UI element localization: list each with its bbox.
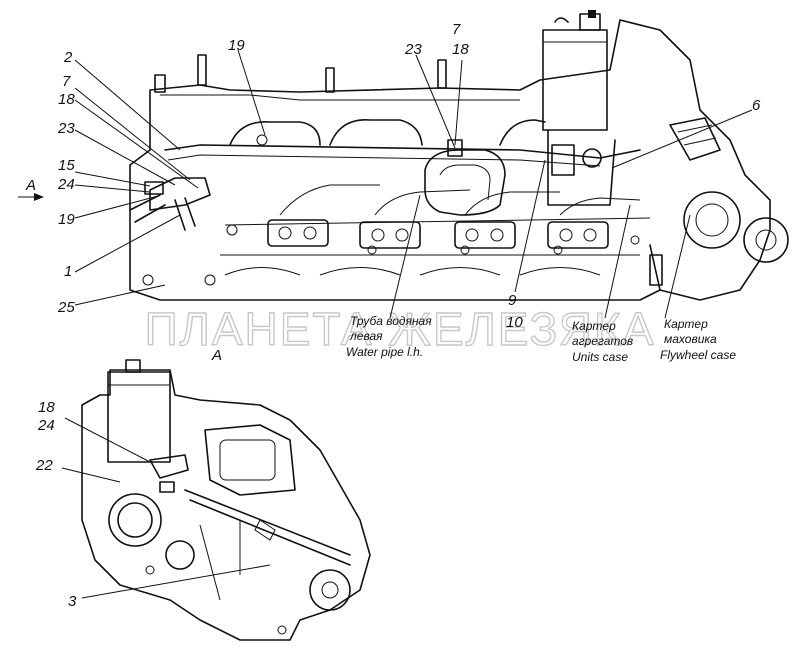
callout-15: 15	[58, 157, 75, 174]
rocker-covers	[229, 119, 546, 146]
callout-10: 10	[506, 314, 523, 331]
water-pipe-caption-ru-2: левая	[349, 329, 383, 343]
callout-24-view-a: 24	[37, 417, 55, 434]
callout-18-view-a: 18	[38, 399, 55, 416]
callout-19-top: 19	[228, 37, 245, 54]
flywheel-caption-en: Flywheel case	[660, 348, 736, 362]
callout-25: 25	[57, 299, 75, 316]
view-arrow-label: A	[25, 177, 36, 194]
units-case-caption-ru-2: агрегатов	[572, 334, 633, 348]
water-pipe-caption-ru-1: Труба водяная	[350, 314, 432, 328]
units-case-caption-en: Units case	[572, 350, 628, 364]
turbocharger	[649, 117, 789, 291]
units-case-caption-ru-1: Картер	[572, 319, 616, 333]
callout-numbers: 2 7 18 23 15 24 19 1 25 19 23 7 18 6 9 1…	[35, 21, 761, 610]
flywheel-caption-ru-1: Картер	[664, 317, 708, 331]
flywheel-caption-ru-2: маховика	[664, 332, 717, 346]
callout-6: 6	[752, 97, 761, 114]
water-manifold	[424, 139, 506, 216]
water-pipe-caption-en: Water pipe l.h.	[346, 345, 423, 359]
watermark-text: ПЛАНЕТА ЖЕЛЕЗЯКА	[145, 303, 656, 355]
callout-1: 1	[64, 263, 72, 280]
callout-22: 22	[35, 457, 53, 474]
callout-24: 24	[57, 176, 75, 193]
captions: Труба водяная левая Water pipe l.h. Карт…	[346, 314, 736, 364]
view-a-detail	[81, 359, 371, 641]
injector-plugs	[154, 54, 447, 93]
callout-7: 7	[62, 73, 71, 90]
view-a-title: A	[211, 347, 222, 364]
view-a-arrow: A	[18, 177, 44, 201]
callout-3: 3	[68, 593, 77, 610]
injector-row	[267, 219, 609, 249]
callout-23-top: 23	[404, 41, 422, 58]
engine-side-view	[129, 10, 789, 301]
callout-23: 23	[57, 120, 75, 137]
block-bolts	[226, 134, 640, 255]
callout-2: 2	[63, 49, 73, 66]
callout-9: 9	[508, 292, 517, 309]
callout-7-top: 7	[452, 21, 461, 38]
leader-lines	[61, 49, 753, 599]
callout-19-left: 19	[58, 211, 75, 228]
left-water-pipe	[129, 177, 216, 286]
callout-18-top: 18	[452, 41, 469, 58]
filter-canister	[542, 10, 616, 206]
callout-18: 18	[58, 91, 75, 108]
